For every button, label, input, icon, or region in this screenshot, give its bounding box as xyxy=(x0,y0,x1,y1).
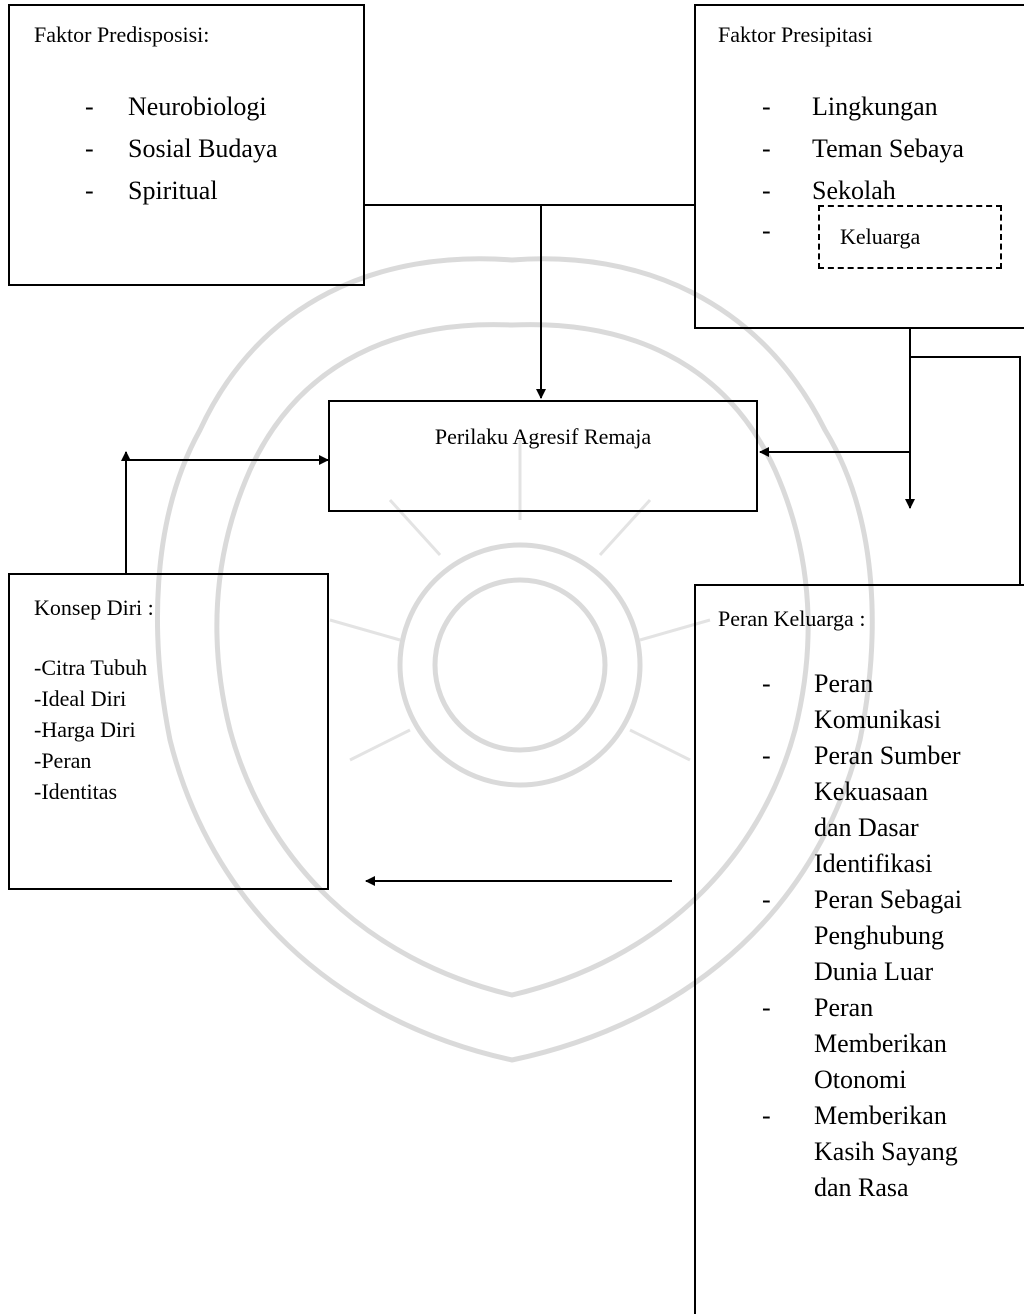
keluarga-dashed-box: Keluarga xyxy=(818,205,1002,269)
list-item: - Peran Memberikan Otonomi xyxy=(762,993,947,1094)
list-item: -Sosial Budaya xyxy=(85,134,278,163)
list-item: -Citra Tubuh xyxy=(34,655,148,680)
list-item: -Spiritual xyxy=(85,176,218,205)
peran-keluarga-list: - Peran Komunikasi - Peran Sumber Kekuas… xyxy=(762,666,962,1206)
konsep-diri-list: -Citra Tubuh -Ideal Diri -Harga Diri -Pe… xyxy=(34,652,147,807)
list-item: -Teman Sebaya xyxy=(762,134,964,163)
presipitasi-list: -Lingkungan -Teman Sebaya -Sekolah xyxy=(762,86,964,212)
list-item: - Memberikan Kasih Sayang dan Rasa xyxy=(762,1101,958,1202)
presipitasi-box: Faktor Presipitasi -Lingkungan -Teman Se… xyxy=(694,4,1024,329)
perilaku-box: Perilaku Agresif Remaja xyxy=(328,400,758,512)
predisposisi-box: Faktor Predisposisi: -Neurobiologi -Sosi… xyxy=(8,4,365,286)
list-item: -Peran xyxy=(34,748,92,773)
list-item: -Ideal Diri xyxy=(34,686,127,711)
konsep-diri-box: Konsep Diri : -Citra Tubuh -Ideal Diri -… xyxy=(8,573,329,890)
connector-right-loop xyxy=(910,356,1021,585)
list-item: -Harga Diri xyxy=(34,717,136,742)
list-item: -Neurobiologi xyxy=(85,92,267,121)
list-item: - Peran Sebagai Penghubung Dunia Luar xyxy=(762,885,963,986)
list-item: -Identitas xyxy=(34,779,118,804)
list-item: -Lingkungan xyxy=(762,92,938,121)
predisposisi-list: -Neurobiologi -Sosial Budaya -Spiritual xyxy=(85,86,278,212)
presipitasi-title: Faktor Presipitasi xyxy=(718,22,873,47)
list-item: - Peran Komunikasi xyxy=(762,669,942,734)
konsep-diri-title: Konsep Diri : xyxy=(34,595,154,620)
list-item: - Peran Sumber Kekuasaan dan Dasar Ident… xyxy=(762,741,961,878)
predisposisi-title: Faktor Predisposisi: xyxy=(34,22,210,47)
keluarga-label: Keluarga xyxy=(840,224,921,249)
keluarga-dash: - xyxy=(762,216,771,245)
peran-keluarga-title: Peran Keluarga : xyxy=(718,606,866,631)
perilaku-label: Perilaku Agresif Remaja xyxy=(434,424,652,449)
list-item: -Sekolah xyxy=(762,176,896,205)
peran-keluarga-box: Peran Keluarga : - Peran Komunikasi - Pe… xyxy=(694,584,1024,1314)
